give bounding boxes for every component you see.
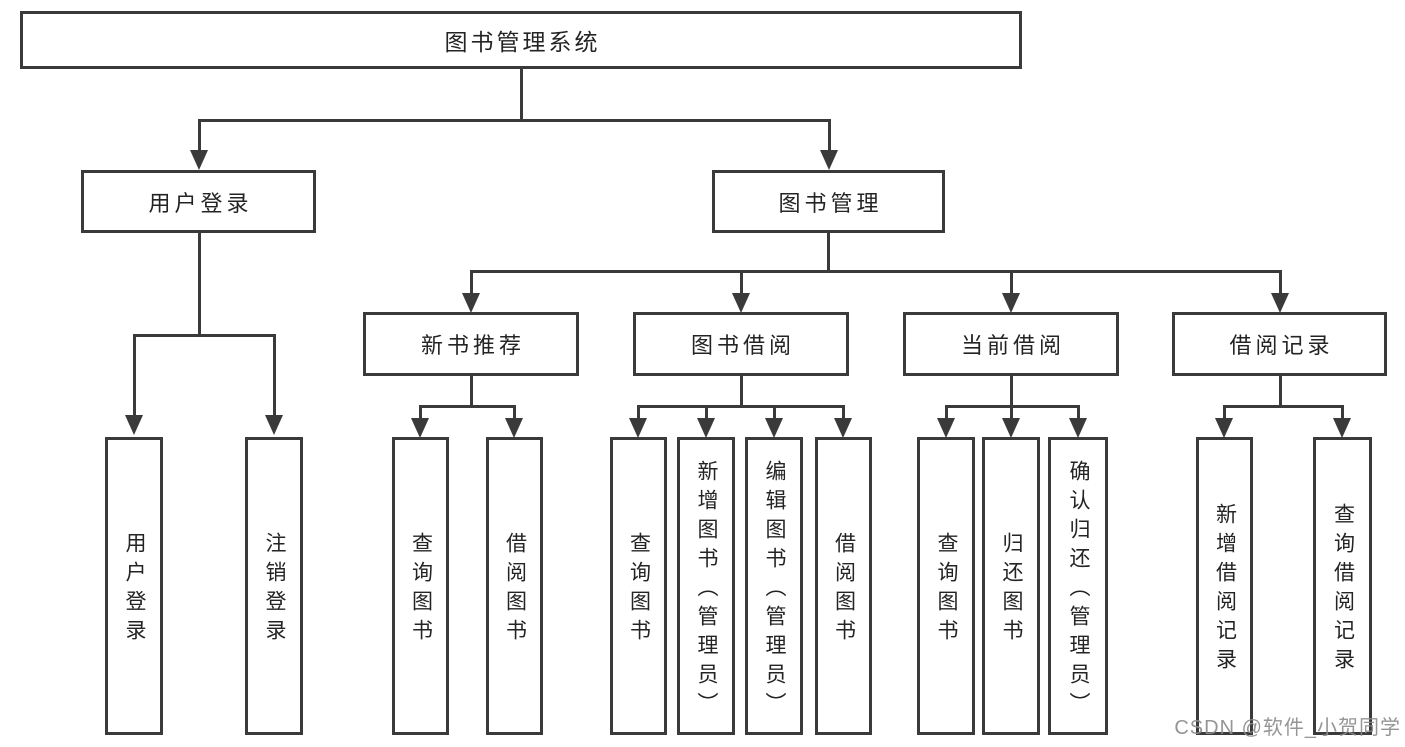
node-borrow-records: 借阅记录 xyxy=(1172,312,1387,376)
node-label: 查询图书 xyxy=(627,532,651,648)
arrow-to-borrow-edit xyxy=(764,407,784,438)
arrow-to-book-borrow xyxy=(731,272,751,313)
arrowhead-icon xyxy=(629,418,647,438)
arrowhead-icon xyxy=(732,293,750,313)
node-label: 借阅记录 xyxy=(1229,333,1334,358)
connector-current-borrow-splitbar xyxy=(944,405,1080,408)
node-label: 借阅图书 xyxy=(832,532,856,648)
arrow-to-current-query xyxy=(936,407,956,438)
node-book-management: 图书管理 xyxy=(712,170,945,233)
node-label: 新书推荐 xyxy=(420,333,525,358)
arrowhead-icon xyxy=(411,418,429,438)
node-label: 编辑图书（管理员） xyxy=(763,459,786,721)
connector-root-riser xyxy=(519,68,523,122)
arrow-to-borrow-records xyxy=(1270,272,1290,313)
node-label: 确认归还（管理员） xyxy=(1067,459,1090,721)
connector-new-book-splitbar xyxy=(418,405,516,408)
arrowhead-icon xyxy=(1333,418,1351,438)
node-label: 当前借阅 xyxy=(960,333,1065,358)
arrow-to-borrow-add xyxy=(696,407,716,438)
arrow-to-logout xyxy=(264,336,284,435)
arrowhead-icon xyxy=(937,418,955,438)
arrowhead-icon xyxy=(462,293,480,313)
node-label: 注销登录 xyxy=(263,532,286,648)
node-newbook-borrow-books: 借阅图书 xyxy=(486,437,543,735)
arrow-to-user-login xyxy=(124,336,144,435)
arrowhead-icon xyxy=(697,418,715,438)
arrowhead-icon xyxy=(125,415,143,435)
arrow-to-user-login-branch xyxy=(189,120,209,170)
node-label: 归还图书 xyxy=(1000,532,1023,648)
arrowhead-icon xyxy=(265,415,283,435)
arrowhead-icon xyxy=(834,418,852,438)
node-label: 借阅图书 xyxy=(503,532,527,648)
arrowhead-icon xyxy=(1002,418,1020,438)
node-user-login: 用户登录 xyxy=(105,437,163,735)
node-label: 查询图书 xyxy=(935,532,958,648)
arrowhead-icon xyxy=(505,418,523,438)
node-label: 图书管理系统 xyxy=(444,29,601,55)
node-logout: 注销登录 xyxy=(245,437,303,735)
arrow-to-current-confirm xyxy=(1068,407,1088,438)
connector-user-login-splitbar xyxy=(132,334,276,337)
node-records-add-borrow-record: 新增借阅记录 xyxy=(1196,437,1253,735)
node-new-book-recommend: 新书推荐 xyxy=(363,312,579,376)
node-current-query-books: 查询图书 xyxy=(917,437,975,735)
arrowhead-icon xyxy=(190,150,208,170)
connector-book-management-splitbar xyxy=(469,270,1282,273)
node-bookborrow-edit-books-admin: 编辑图书（管理员） xyxy=(745,437,803,735)
arrow-to-records-query xyxy=(1332,407,1352,438)
arrow-to-newbook-borrow xyxy=(504,407,524,438)
arrowhead-icon xyxy=(1271,293,1289,313)
node-current-return-books: 归还图书 xyxy=(982,437,1040,735)
node-user-login-branch: 用户登录 xyxy=(81,170,316,233)
node-records-query-borrow-record: 查询借阅记录 xyxy=(1313,437,1372,735)
node-bookborrow-query-books: 查询图书 xyxy=(610,437,667,735)
connector-book-borrow-riser xyxy=(739,375,743,408)
node-label: 图书管理 xyxy=(778,190,883,216)
node-current-confirm-return-admin: 确认归还（管理员） xyxy=(1048,437,1108,735)
arrow-to-current-return xyxy=(1001,407,1021,438)
node-bookborrow-add-books-admin: 新增图书（管理员） xyxy=(677,437,735,735)
node-book-management-system: 图书管理系统 xyxy=(20,11,1022,69)
connector-records-splitbar xyxy=(1222,405,1344,408)
node-newbook-query-books: 查询图书 xyxy=(392,437,449,735)
arrow-to-book-management xyxy=(819,120,839,170)
node-label: 查询借阅记录 xyxy=(1331,503,1355,677)
arrowhead-icon xyxy=(1215,418,1233,438)
arrowhead-icon xyxy=(820,150,838,170)
connector-new-book-riser xyxy=(469,375,473,408)
node-label: 图书借阅 xyxy=(690,333,795,358)
arrowhead-icon xyxy=(765,418,783,438)
node-bookborrow-borrow-books: 借阅图书 xyxy=(815,437,872,735)
connector-current-borrow-riser xyxy=(1009,375,1013,408)
arrowhead-icon xyxy=(1002,293,1020,313)
node-label: 用户登录 xyxy=(123,532,146,648)
arrow-to-borrow-borrow xyxy=(833,407,853,438)
node-label: 新增图书（管理员） xyxy=(695,459,718,721)
csdn-watermark: CSDN @软件_小贺同学 xyxy=(1174,717,1401,739)
connector-book-borrow-splitbar xyxy=(636,405,845,408)
node-label: 新增借阅记录 xyxy=(1213,503,1237,677)
arrow-to-new-book-recommend xyxy=(461,272,481,313)
connector-user-login-riser xyxy=(197,233,201,337)
arrow-to-borrow-query xyxy=(628,407,648,438)
arrow-to-current-borrow xyxy=(1001,272,1021,313)
node-current-borrow: 当前借阅 xyxy=(903,312,1119,376)
node-label: 用户登录 xyxy=(148,190,253,216)
arrowhead-icon xyxy=(1069,418,1087,438)
arrow-to-records-add xyxy=(1214,407,1234,438)
node-book-borrow: 图书借阅 xyxy=(633,312,849,376)
node-label: 查询图书 xyxy=(409,532,433,648)
connector-root-splitbar xyxy=(197,119,831,122)
connector-records-riser xyxy=(1278,375,1282,408)
arrow-to-newbook-query xyxy=(410,407,430,438)
connector-book-management-riser xyxy=(826,233,830,273)
